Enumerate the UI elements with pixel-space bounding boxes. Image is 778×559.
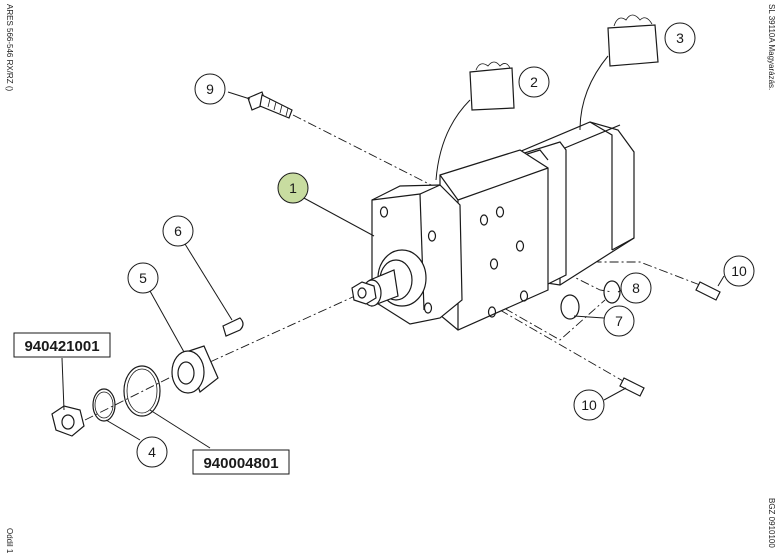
callout-4: 4 <box>136 436 168 468</box>
key-6 <box>222 317 244 337</box>
callout-3: 3 <box>664 22 696 54</box>
part-number-label: 940421001 <box>24 338 99 355</box>
pin-10a <box>695 281 721 301</box>
callout-label: 2 <box>530 74 538 90</box>
parts-bag-3 <box>579 14 659 131</box>
callout-6: 6 <box>162 215 194 247</box>
callout-label: 7 <box>615 313 623 329</box>
washer-4 <box>92 388 116 422</box>
part-number-label: 940004801 <box>203 455 278 472</box>
callout-7: 7 <box>603 305 635 337</box>
callout-label: 3 <box>676 30 684 46</box>
callout-label: 4 <box>148 444 156 460</box>
callout-label: 5 <box>139 270 147 286</box>
bushing-5 <box>171 345 219 394</box>
o-ring-8 <box>603 280 621 304</box>
callout-label: 6 <box>174 223 182 239</box>
pump-motor-assembly <box>351 121 635 331</box>
circlip <box>123 365 161 417</box>
bolt-9 <box>247 91 293 119</box>
callout-label: 8 <box>632 280 640 296</box>
part-number-nut: 940421001 <box>13 332 111 358</box>
callout-2: 2 <box>518 66 550 98</box>
o-ring-7 <box>560 294 580 320</box>
callout-10b: 10 <box>573 389 605 421</box>
callout-5: 5 <box>127 262 159 294</box>
parts-bag-2 <box>435 61 515 181</box>
callout-10a: 10 <box>723 255 755 287</box>
pin-10b <box>619 377 645 397</box>
hex-nut <box>51 405 85 437</box>
callout-label: 9 <box>206 81 214 97</box>
callout-8: 8 <box>620 272 652 304</box>
callout-label: 10 <box>731 263 747 279</box>
callout-1: 1 <box>277 172 309 204</box>
callout-label: 10 <box>581 397 597 413</box>
part-number-circlip: 940004801 <box>192 449 290 475</box>
callout-label: 1 <box>289 180 297 196</box>
callout-9: 9 <box>194 73 226 105</box>
